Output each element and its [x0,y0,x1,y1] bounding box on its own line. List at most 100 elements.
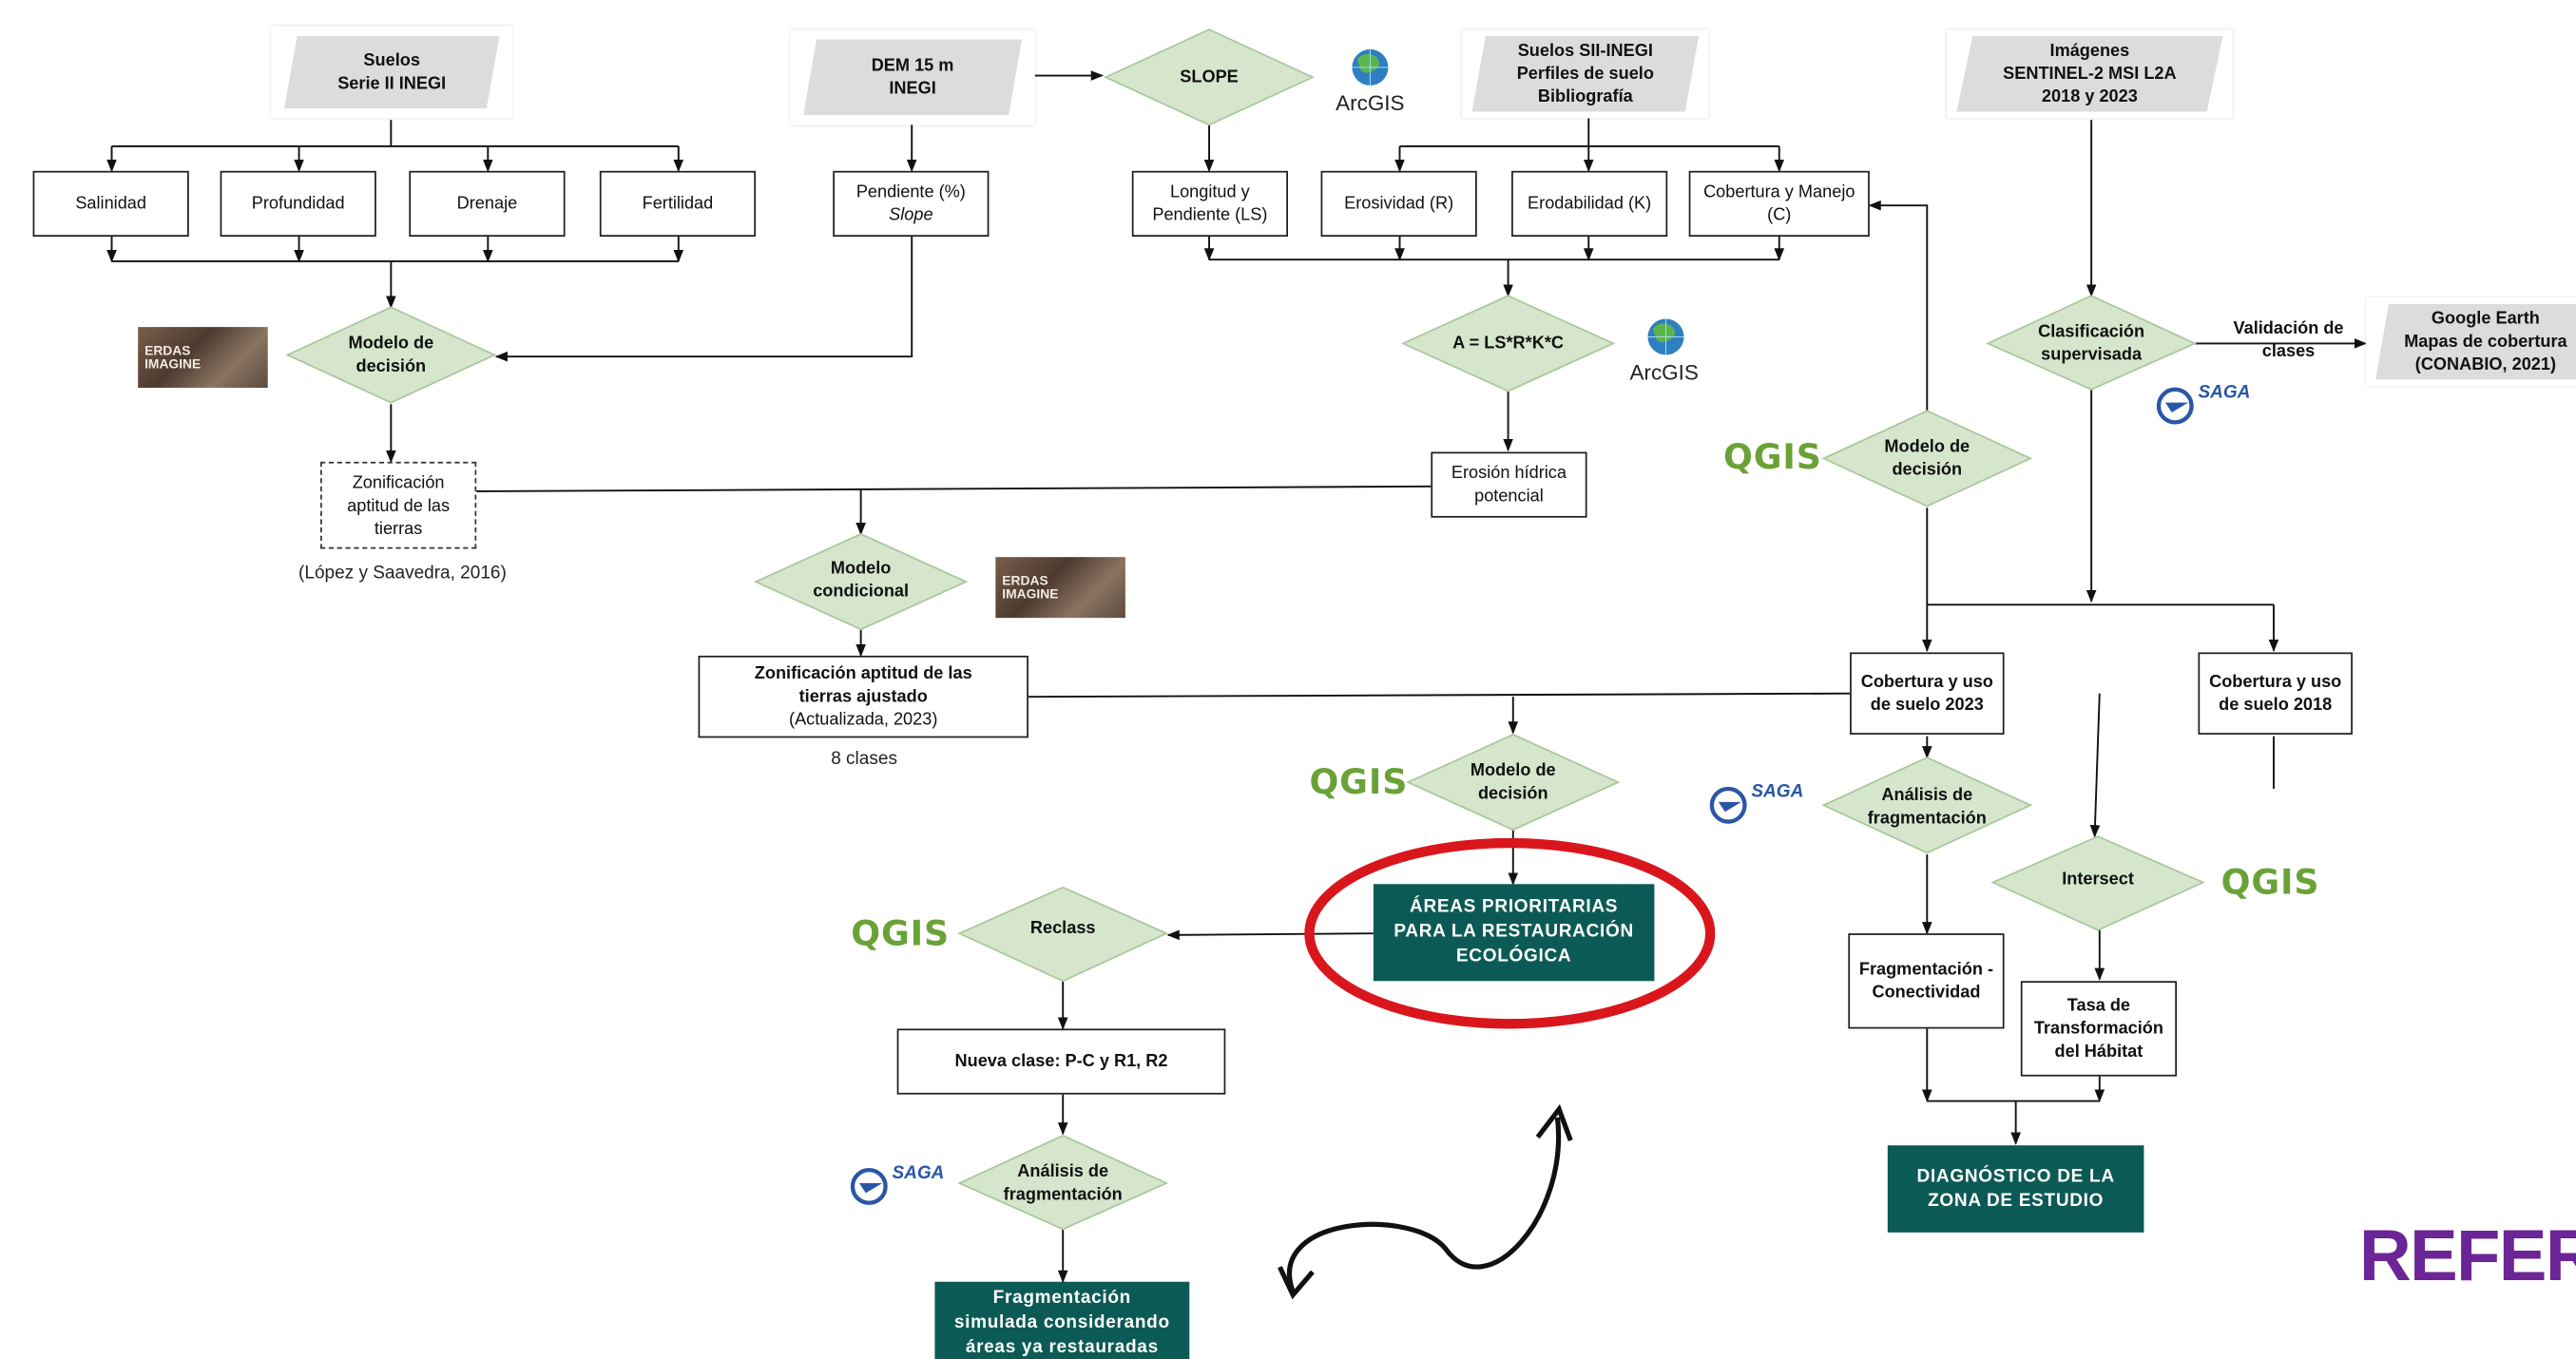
source-text: Suelos Serie II INEGI [337,50,447,94]
box-diagnostico: DIAGNÓSTICO DE LA ZONA DE ESTUDIO [1887,1145,2144,1233]
diamond-formula: A = LS*R*K*C [1419,329,1597,358]
qgis-text: QGIS [2220,862,2320,903]
connector [1868,200,1929,412]
erdas-logo: ERDAS IMAGINE [138,327,268,389]
diamond-shape [1104,29,1315,126]
highlight-circle [1304,837,1716,1029]
box-label: Zonificación aptitud de las tierras [347,472,451,539]
diamond-label: Modelo condicional [813,558,910,602]
diamond-label: Modelo de decisión [348,334,434,376]
box-erosion: Erosión hídrica potencial [1431,451,1587,518]
box-label: Cobertura y uso de suelo 2023 [1860,672,1993,716]
box-zonif-ajustado: Zonificación aptitud de las tierras ajus… [698,655,1028,738]
erdas-text: IMAGINE [1002,585,1059,602]
box-label: Fertilidad [642,194,714,214]
citation-lopez: (López y Saavedra, 2016) [271,561,534,587]
saga-text: SAGA [1751,782,1804,802]
box-label: ÁREAS PRIORITARIAS PARA LA RESTAURACIÓN … [1394,897,1634,967]
connector [1166,929,1374,941]
saga-logo: SAGA [2198,383,2250,403]
box-label: Zonificación aptitud de las tierras ajus… [754,663,972,707]
diamond-label: SLOPE [1180,67,1239,87]
source-suelos-serie: Suelos Serie II INEGI [271,26,513,119]
ocho-clases-text: 8 clases [831,749,897,770]
box-drenaje: Drenaje [409,170,566,237]
diamond-label: Modelo de decisión [1884,436,1970,480]
diamond-analisis-frag-2: Análisis de fragmentación [981,1156,1145,1212]
box-label: Cobertura y Manejo (C) [1703,182,1855,225]
qgis-text: QGIS [851,913,951,953]
arcgis-globe-icon [1352,48,1389,86]
box-label: Drenaje [456,194,518,214]
diamond-shape [957,1134,1169,1231]
box-label: Fragmentación simulada considerando área… [953,1288,1170,1358]
validacion-label: Validación de clases [2215,316,2363,365]
box-sublabel: (Actualizada, 2023) [789,709,938,730]
diamond-label: Intersect [2062,869,2134,890]
source-google-earth: Google Earth Mapas de cobertura (CONABIO… [2365,297,2576,387]
box-label: Erodabilidad (K) [1528,194,1652,214]
diamond-modelo-condicional: Modelo condicional [782,552,940,608]
diamond-label: Análisis de fragmentación [1867,785,1987,829]
box-cobertura-2018: Cobertura y uso de suelo 2018 [2198,652,2353,735]
diamond-shape [753,533,969,631]
diamond-shape [1400,295,1616,392]
box-sublabel: Slope [889,205,933,225]
diamond-modelo-decision-3: Modelo de decisión [1434,755,1592,811]
box-label: Salinidad [75,194,146,214]
qgis-logo: QGIS [851,913,950,952]
diamond-label: Modelo de decisión [1470,760,1556,804]
box-zonificacion: Zonificación aptitud de las tierras [320,461,477,549]
box-fragmentacion-conectividad: Fragmentación - Conectividad [1848,933,2005,1029]
diamond-shape [1821,410,2033,507]
citation-text: (López y Saavedra, 2016) [298,564,507,584]
box-pendiente: Pendiente (%) Slope [833,170,990,237]
erdas-text: ERDAS [144,342,191,358]
box-erodabilidad: Erodabilidad (K) [1511,170,1668,237]
box-label: Nueva clase: P-C y R1, R2 [954,1051,1168,1072]
source-label: DEM 15 m INEGI [803,39,1023,116]
source-text: DEM 15 m INEGI [871,55,954,99]
arcgis-globe-icon [1647,318,1684,355]
box-label: Longitud y Pendiente (LS) [1152,182,1268,225]
saga-logo: SAGA [1751,782,1803,802]
diamond-analisis-frag-1: Análisis de fragmentación [1845,779,2009,835]
diamond-reclass: Reclass [984,913,1142,943]
connector [2089,693,2101,838]
diamond-label: Clasificación supervisada [2038,321,2145,365]
box-tasa-transformacion: Tasa de Transformación del Hábitat [2020,981,2178,1077]
source-label: Google Earth Mapas de cobertura (CONABIO… [2375,303,2576,380]
box-salinidad: Salinidad [32,170,189,237]
validacion-text: Validación de clases [2233,318,2344,362]
diamond-label: Análisis de fragmentación [1003,1161,1123,1205]
refer-text: REFER [2358,1215,2576,1297]
diamond-intersect: Intersect [2019,865,2177,894]
source-dem: DEM 15 m INEGI [790,29,1035,125]
box-label: DIAGNÓSTICO DE LA ZONA DE ESTUDIO [1916,1165,2115,1211]
connector [476,485,1432,492]
diamond-modelo-decision-2: Modelo de decisión [1848,431,2006,487]
box-erosividad: Erosividad (R) [1320,170,1477,237]
diamond-shape [1406,733,1621,832]
curved-arrow-head-bottom [1278,1266,1315,1300]
box-label: Profundidad [251,194,345,214]
curved-arrow-head-top [1535,1103,1573,1141]
box-nueva-clase: Nueva clase: P-C y R1, R2 [896,1028,1226,1095]
diamond-label: Reclass [1029,918,1096,939]
diamond-shape [285,306,497,404]
diamond-clasificacion: Clasificación supervisada [2012,316,2170,372]
source-text: Google Earth Mapas de cobertura (CONABIO… [2404,309,2567,375]
box-label: Pendiente (%) [855,182,966,202]
source-label: Imágenes SENTINEL-2 MSI L2A 2018 y 2023 [1956,36,2223,112]
arcgis-logo: ArcGIS [1336,90,1404,115]
qgis-logo: QGIS [1723,437,1822,476]
qgis-logo: QGIS [2221,863,2320,902]
box-longitud-pendiente: Longitud y Pendiente (LS) [1131,170,1288,237]
box-label: Erosividad (R) [1344,194,1454,214]
box-label: Cobertura y uso de suelo 2018 [2209,672,2342,716]
ocho-clases-label: 8 clases [782,746,947,773]
source-imagenes: Imágenes SENTINEL-2 MSI L2A 2018 y 2023 [1947,29,2233,119]
diamond-shape [1986,295,2198,391]
